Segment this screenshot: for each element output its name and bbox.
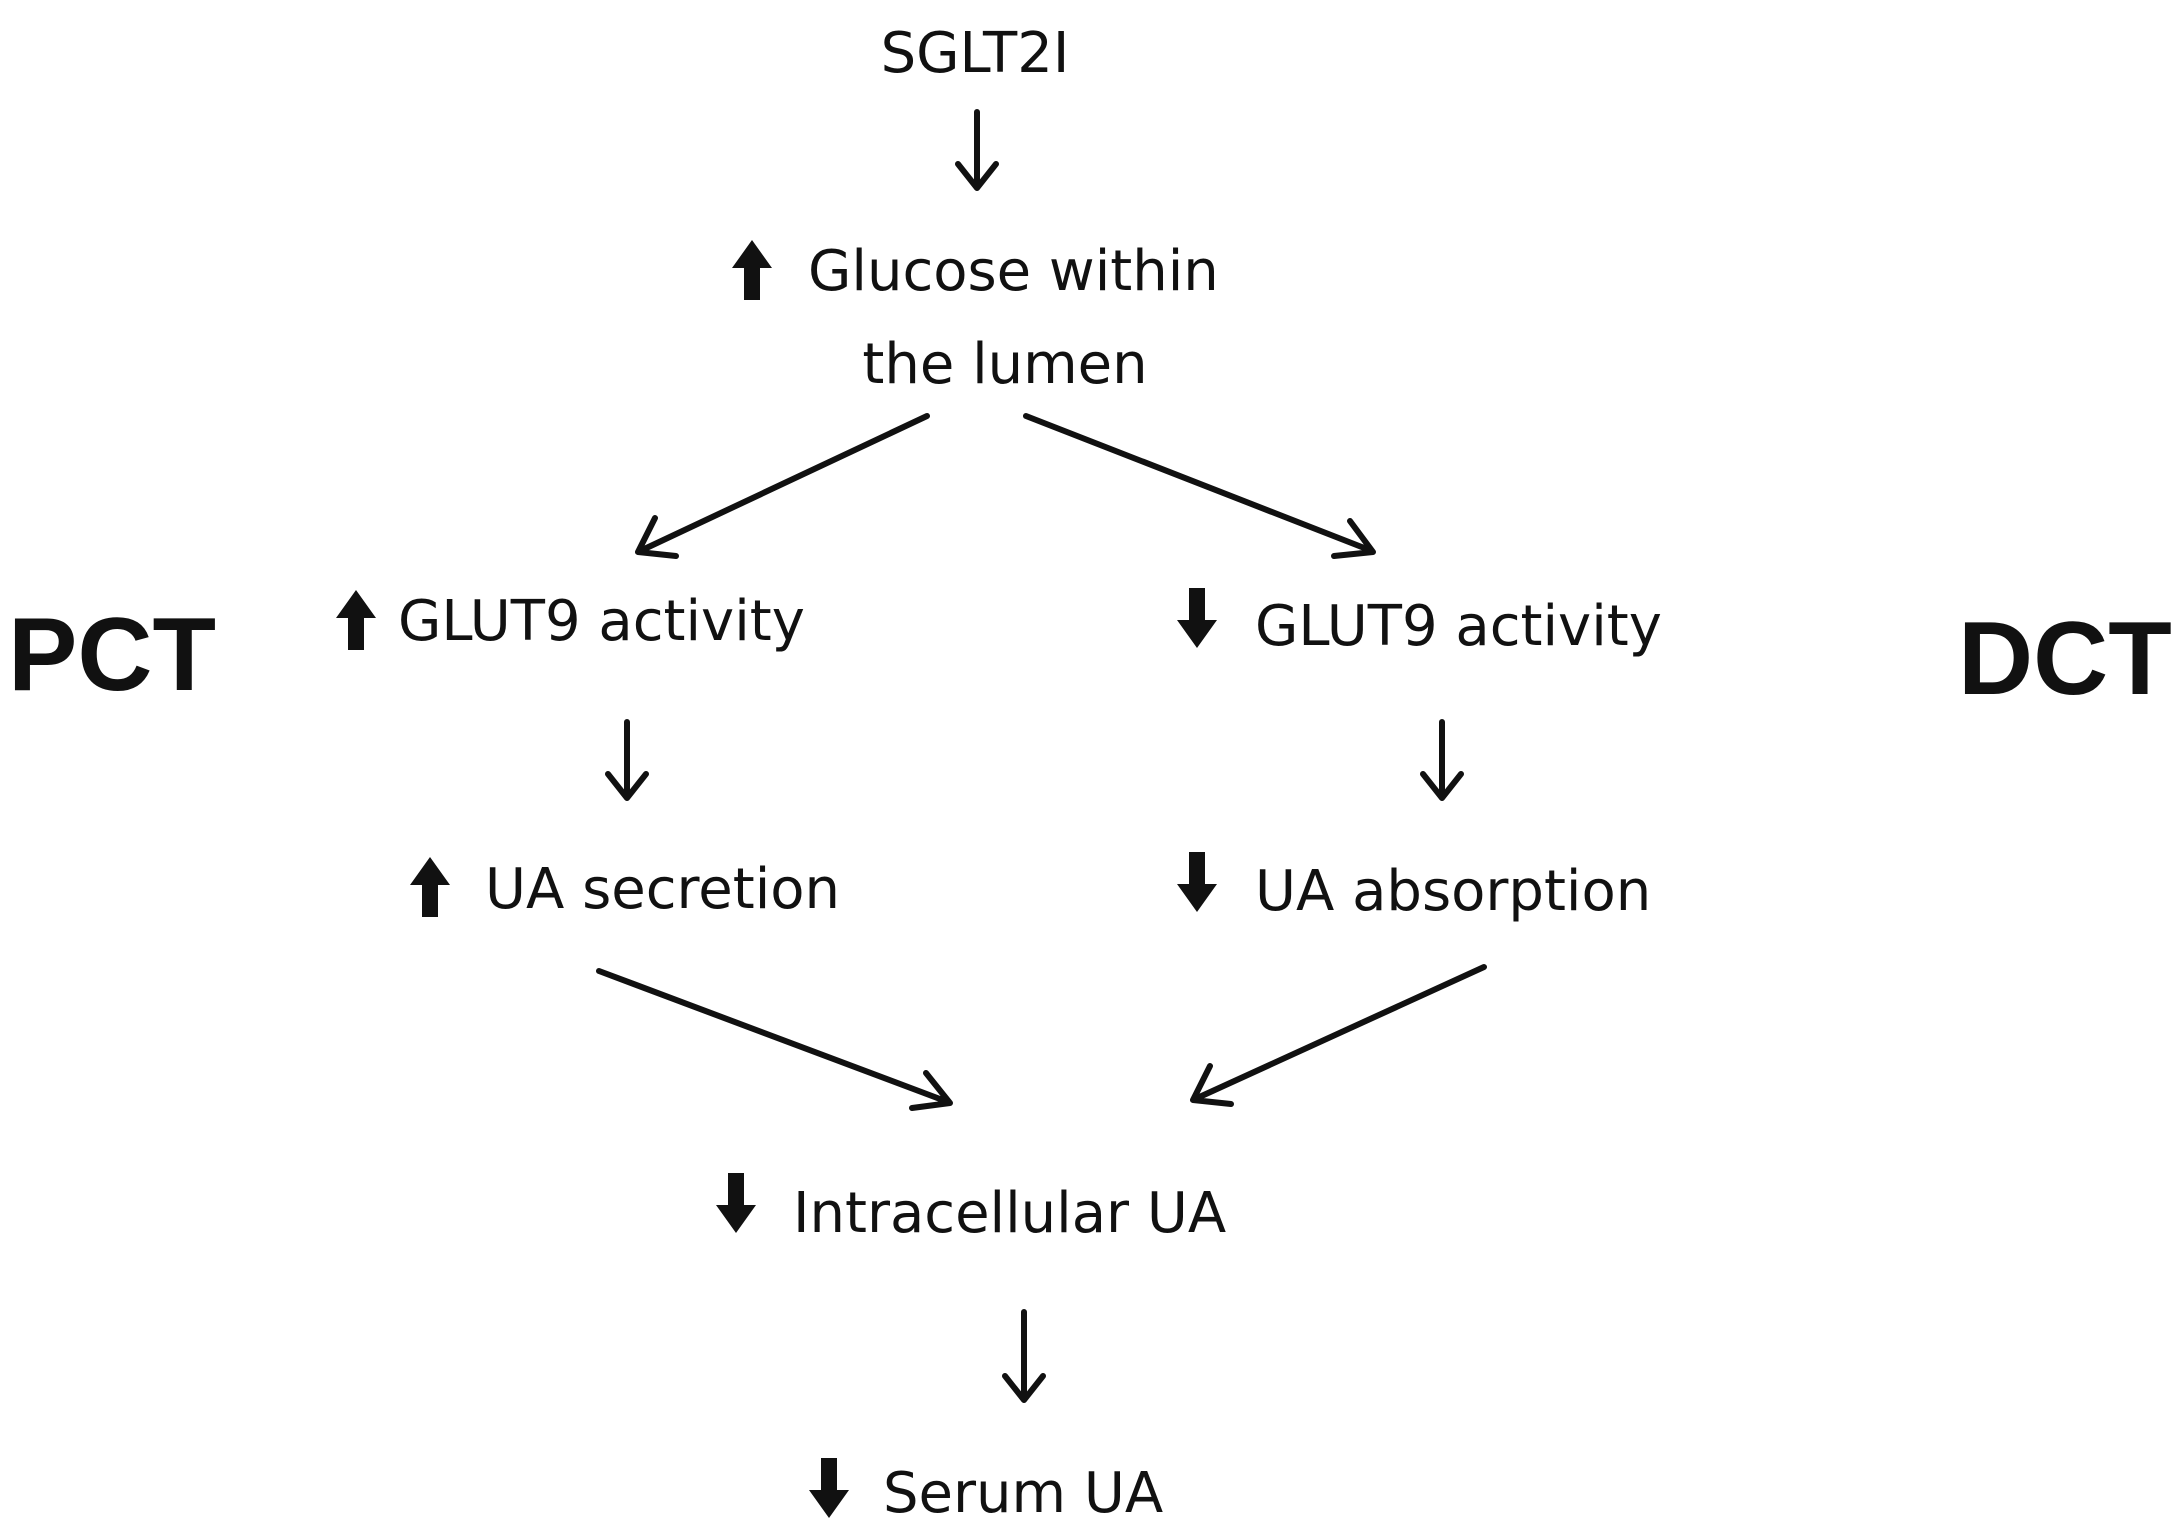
serum-ua-label: Serum UA — [883, 1461, 1163, 1526]
arrow-intracellular-to-serum — [1002, 1309, 1046, 1403]
up-arrow-icon — [336, 590, 376, 650]
down-arrow-icon — [716, 1173, 756, 1233]
pct-label: PCT — [8, 597, 216, 713]
arrow-absorption-to-intracellular — [1190, 964, 1487, 1107]
left-glut9-label: GLUT9 activity — [398, 589, 805, 654]
right-glut9-label: GLUT9 activity — [1255, 594, 1662, 659]
arrow-secretion-to-intracellular — [596, 968, 953, 1111]
ua-absorption-label: UA absorption — [1255, 859, 1651, 924]
up-arrow-icon — [410, 857, 450, 917]
arrow-right-glut9-to-absorption — [1420, 719, 1464, 801]
arrow-left-glut9-to-secretion — [605, 719, 649, 801]
arrow-glucose-to-left-glut9 — [635, 413, 930, 559]
ua-secretion-label: UA secretion — [485, 857, 840, 922]
down-arrow-icon — [1177, 588, 1217, 648]
dct-label: DCT — [1958, 601, 2172, 717]
intracellular-ua-label: Intracellular UA — [793, 1181, 1226, 1246]
arrow-glucose-to-right-glut9 — [1023, 413, 1376, 559]
up-arrow-icon — [732, 240, 772, 300]
glucose-label-line1: Glucose within — [808, 239, 1219, 304]
glucose-label-line2: the lumen — [862, 332, 1147, 397]
down-arrow-icon — [809, 1458, 849, 1518]
sglt2i-label: SGLT2I — [881, 21, 1070, 86]
down-arrow-icon — [1177, 852, 1217, 912]
arrow-sglt2i-to-glucose — [955, 109, 999, 191]
